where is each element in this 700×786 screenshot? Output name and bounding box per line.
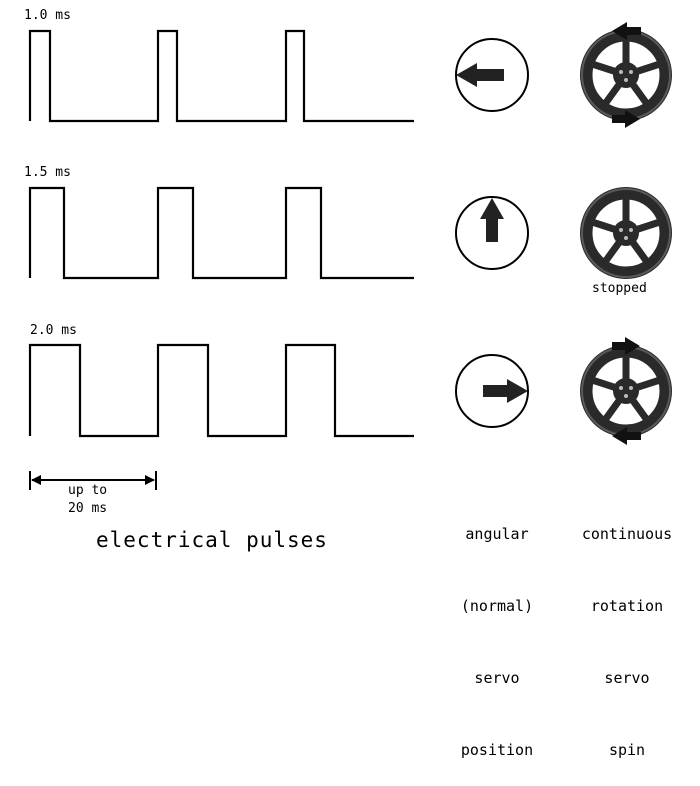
right-arrow-icon: [483, 379, 528, 403]
pulse-train-1-0ms: [28, 29, 414, 123]
servo-wheel-icon: [580, 187, 672, 279]
servo-wheel-icon: [580, 345, 672, 437]
spin-arrow-left-icon: [612, 22, 641, 40]
continuous-caption-line: continuous: [581, 525, 673, 543]
servo-wheel-icon: [580, 29, 672, 121]
continuous-caption-line: spin: [608, 741, 646, 759]
angular-caption-line: position: [460, 741, 534, 759]
pulse-train-2-0ms: [28, 343, 414, 438]
spin-arrow-left-icon: [612, 427, 641, 445]
position-dial-3: [455, 354, 529, 428]
angular-caption-line: angular: [465, 525, 529, 543]
pulse-label-2-0ms: 2.0 ms: [30, 323, 77, 338]
position-dial-1: [455, 38, 529, 112]
continuous-caption: continuous rotation servo spin: [562, 474, 692, 786]
continuous-caption-line: rotation: [590, 597, 664, 615]
spin-arrow-right-icon: [612, 337, 640, 355]
position-dial-2: [455, 196, 529, 270]
pulse-train-1-5ms: [28, 186, 414, 280]
up-arrow-icon: [480, 198, 504, 242]
left-arrow-icon: [456, 63, 504, 87]
pulse-label-1-5ms: 1.5 ms: [24, 165, 71, 180]
continuous-caption-line: servo: [604, 669, 650, 687]
wheel-caption-stopped: stopped: [592, 281, 647, 296]
pulses-caption: electrical pulses: [96, 528, 328, 552]
pulse-label-1-0ms: 1.0 ms: [24, 8, 71, 23]
servo-pulse-diagram: [28, 22, 672, 490]
spin-arrow-right-icon: [612, 110, 640, 128]
angular-caption-line: servo: [474, 669, 520, 687]
angular-caption: angular (normal) servo position: [432, 474, 562, 786]
angular-caption-line: (normal): [460, 597, 534, 615]
period-label-line2: 20 ms: [68, 501, 108, 516]
period-label-line1: up to: [68, 483, 108, 498]
